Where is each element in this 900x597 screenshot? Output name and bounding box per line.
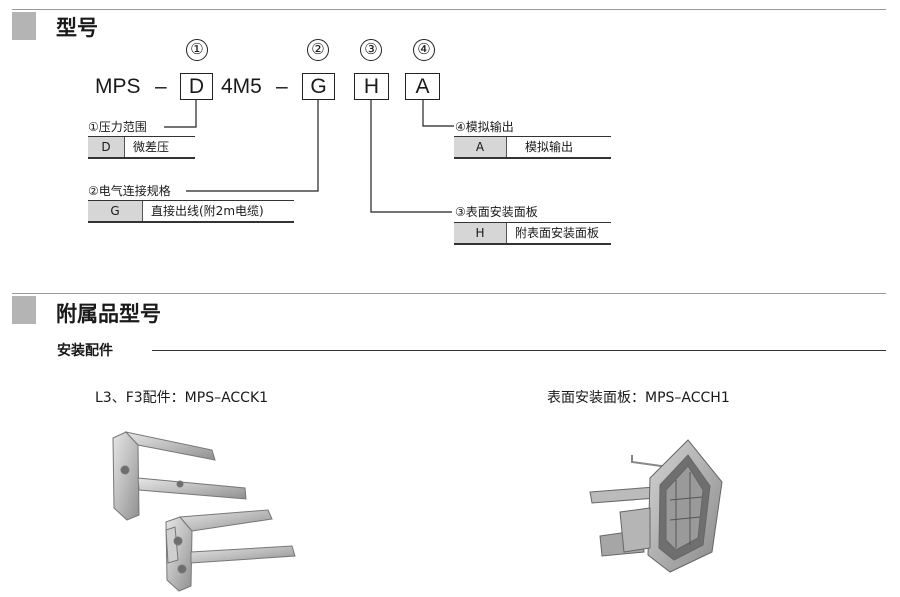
- option-table-panel: H 附表面安装面板: [454, 222, 611, 245]
- subsection-title: 安装配件: [57, 343, 113, 359]
- code-slot-electrical: G: [302, 73, 335, 100]
- code-slot-pressure: D: [180, 73, 213, 100]
- option-code: D: [88, 137, 124, 157]
- option-label-panel: ③表面安装面板: [455, 205, 541, 219]
- marker-3: ③: [360, 39, 382, 61]
- subsection-rule: [152, 350, 886, 351]
- marker-4: ④: [413, 39, 435, 61]
- option-table-electrical: G 直接出线(附2m电缆): [88, 200, 294, 223]
- code-slot-output: A: [405, 73, 440, 100]
- option-code: H: [454, 223, 506, 243]
- option-code: G: [88, 201, 142, 221]
- caption-bracket: L3、F3配件：MPS–ACCK1: [95, 390, 269, 406]
- code-slot-panel: H: [354, 73, 389, 100]
- section-divider: [12, 293, 886, 294]
- option-label-pressure: ①压力范围: [88, 120, 150, 134]
- option-desc: 附表面安装面板: [506, 223, 611, 243]
- option-desc: 模拟输出: [506, 137, 611, 157]
- option-label-electrical: ②电气连接规格: [88, 184, 174, 198]
- section-marker: [12, 296, 36, 324]
- option-label-output: ④模拟输出: [455, 120, 517, 134]
- caption-panel: 表面安装面板：MPS–ACCH1: [547, 390, 730, 406]
- code-prefix: MPS: [95, 75, 141, 98]
- marker-1: ①: [186, 39, 208, 61]
- code-dash-1: –: [155, 75, 167, 98]
- section-divider: [12, 9, 886, 10]
- section-title-accessories: 附属品型号: [56, 302, 161, 326]
- option-desc: 微差压: [124, 137, 195, 157]
- option-table-pressure: D 微差压: [88, 136, 195, 159]
- marker-2: ②: [307, 39, 329, 61]
- option-code: A: [454, 137, 506, 157]
- section-title-model: 型号: [56, 16, 98, 40]
- code-mid: 4M5: [221, 75, 262, 98]
- section-marker: [12, 12, 36, 40]
- code-dash-2: –: [276, 75, 288, 98]
- option-table-output: A 模拟输出: [454, 136, 611, 159]
- option-desc: 直接出线(附2m电缆): [142, 201, 294, 221]
